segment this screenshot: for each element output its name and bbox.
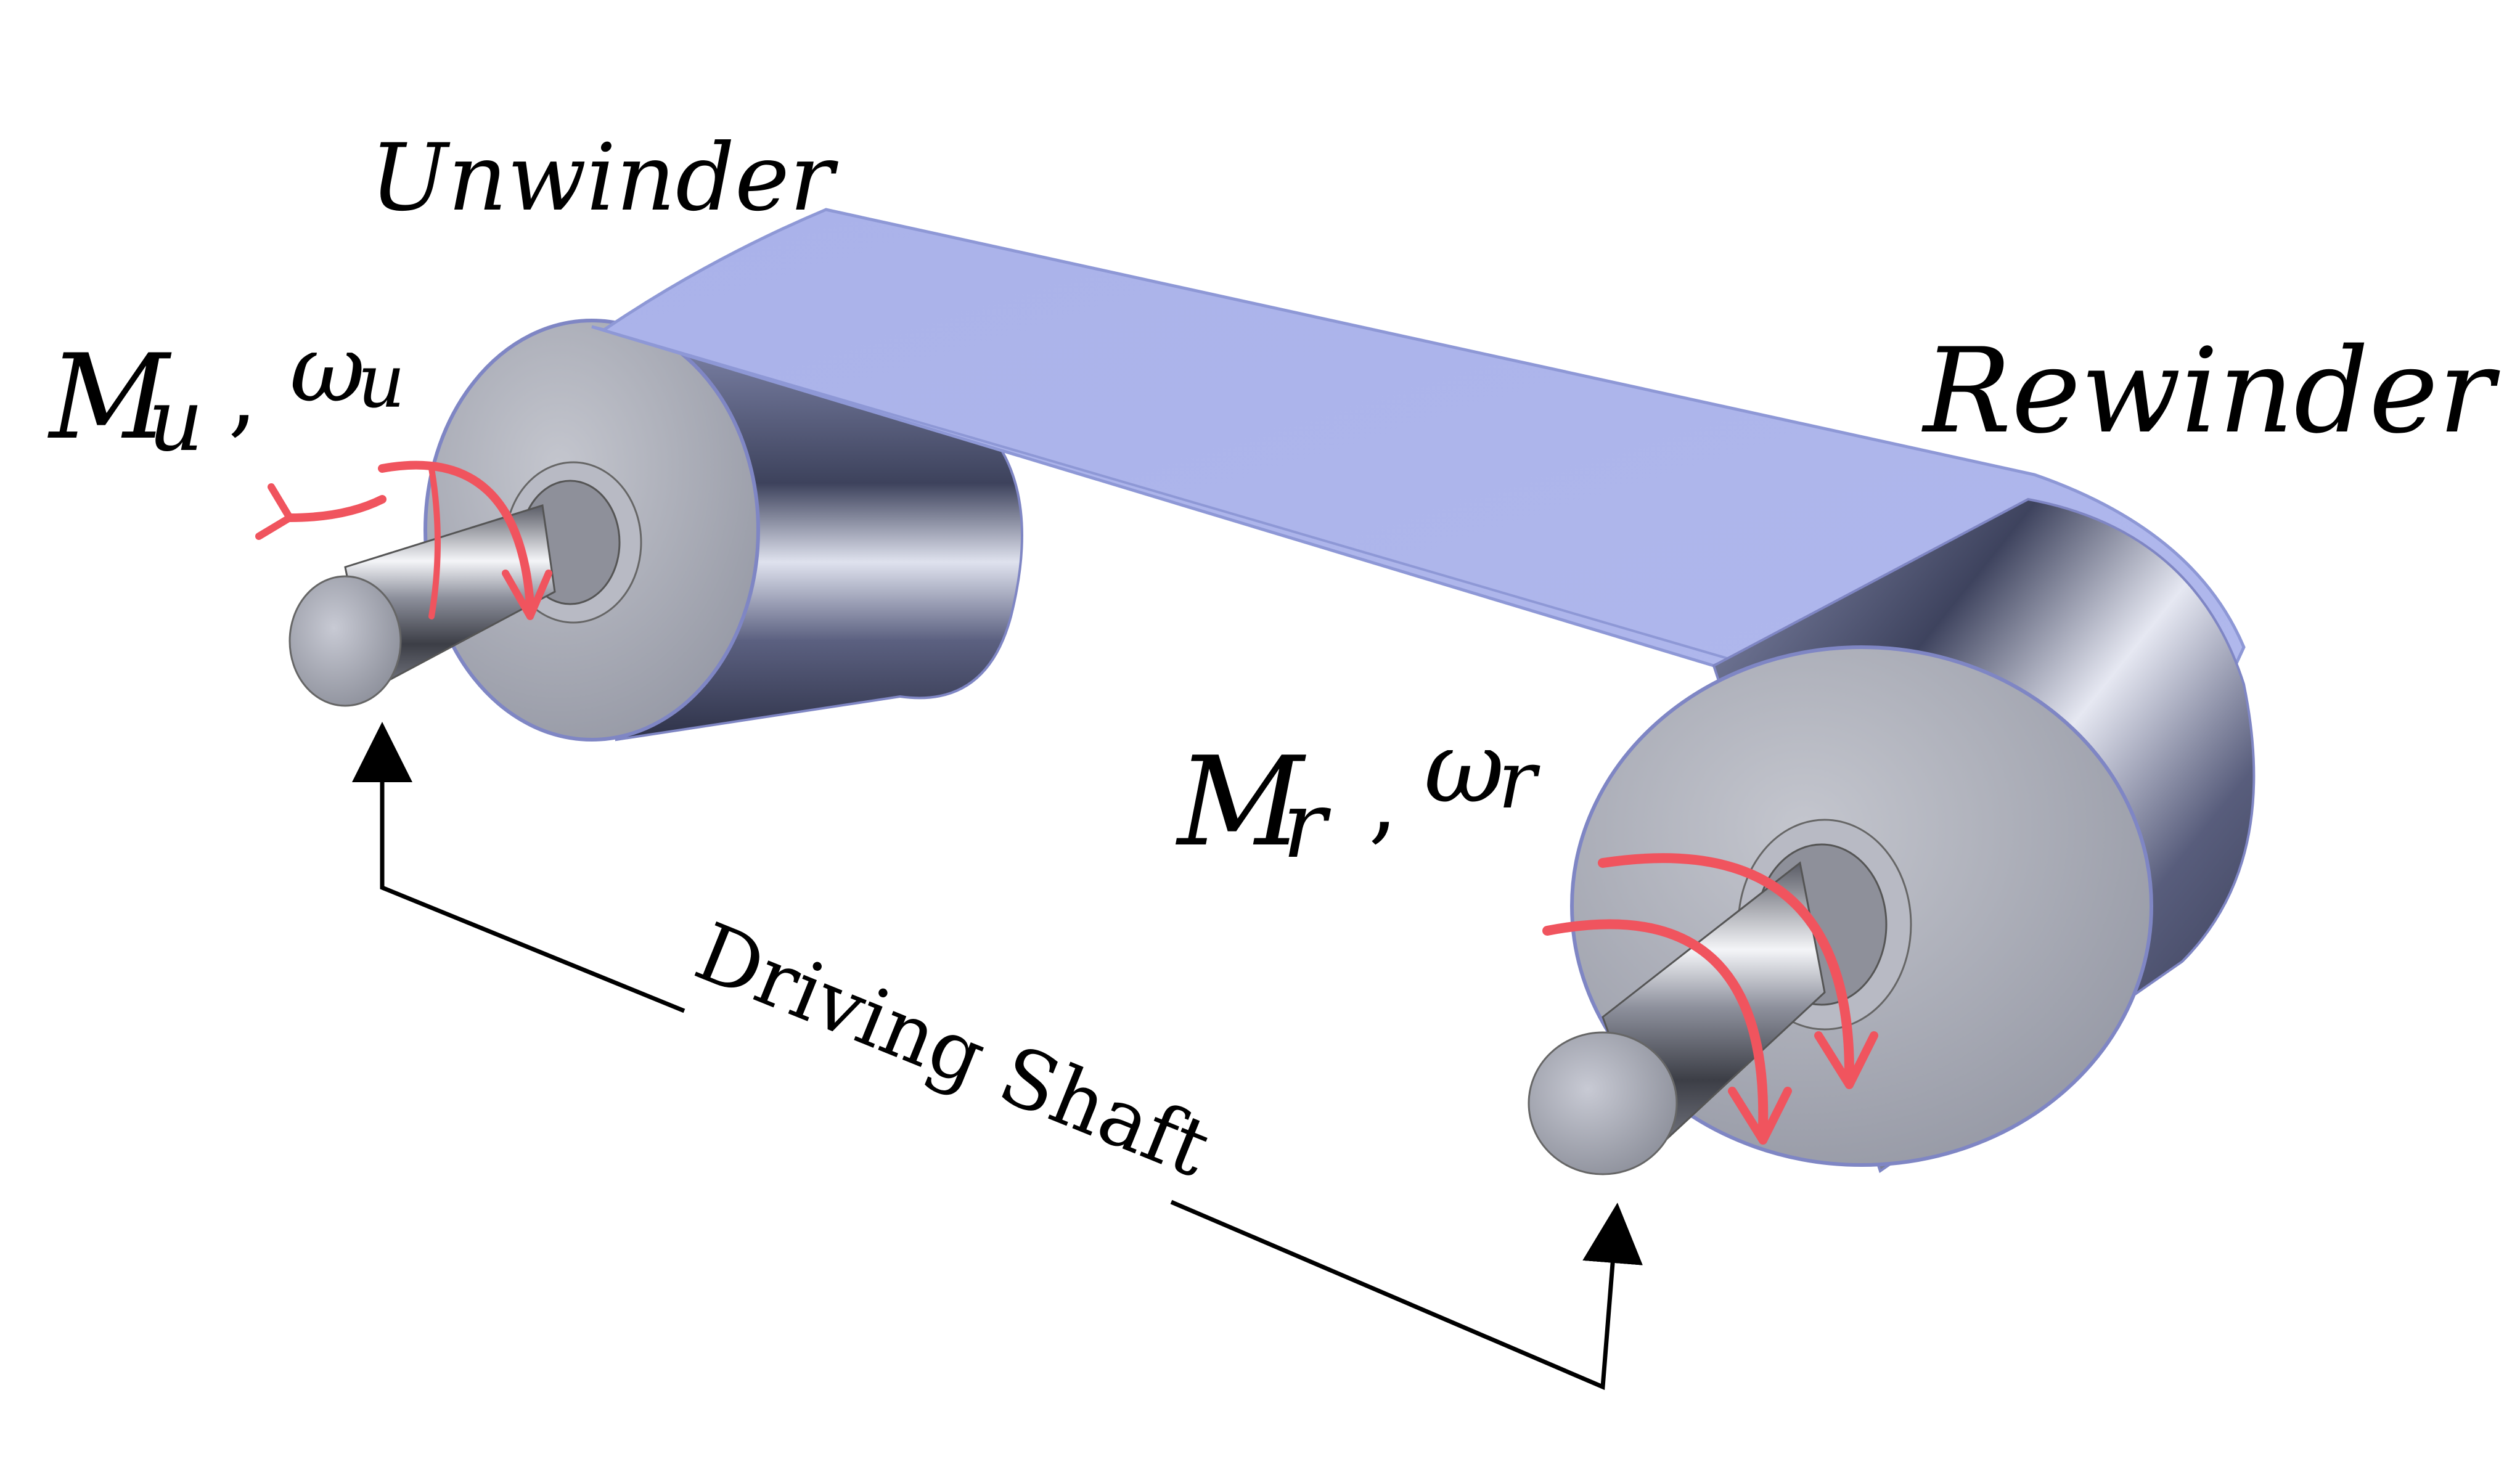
rewinder-speed-symbol: ω xyxy=(1424,709,1504,825)
rewinder-shaft-end xyxy=(1528,1031,1678,1175)
driving-shaft-pointers xyxy=(352,722,1643,1391)
unwinder-speed-symbol: ω xyxy=(290,316,365,423)
rewinder-rotation-arrows xyxy=(1542,853,1878,1145)
unwinder-torque-speed-label: M u , ω u xyxy=(47,316,405,471)
driving-shaft-label: Driving Shaft xyxy=(683,905,1222,1195)
rewinder-shaft-pointer xyxy=(1170,1199,1643,1391)
unwinder-torque-arrow xyxy=(285,495,387,522)
rewinder-torque-speed-label: M r , ω r xyxy=(1175,709,1540,879)
unwinder-speed-subscript: u xyxy=(358,339,405,425)
unwinder-shaft xyxy=(288,461,642,707)
unwinder-label: Unwinder xyxy=(370,125,839,232)
unwinder-speed-arrow xyxy=(378,460,534,608)
unwinder-torque-subscript: u xyxy=(148,370,203,471)
rewinder-speed-subscript: r xyxy=(1498,733,1540,827)
rewinder-separator: , xyxy=(1368,747,1398,854)
rewinder-torque-arrow xyxy=(1598,853,1854,1077)
unwinder-torque-symbol: M xyxy=(47,329,172,465)
rewinder-speed-arrow xyxy=(1542,919,1769,1133)
unwinder-shaft-end xyxy=(288,575,402,707)
rewinder-shaft xyxy=(1528,819,1912,1175)
unwinder-separator: , xyxy=(228,340,258,447)
rewinder-torque-symbol: M xyxy=(1175,730,1306,874)
unwinder-rotation-arrows xyxy=(255,460,552,620)
unwinder-shaft-pointer xyxy=(352,722,685,1013)
unwinder-roll xyxy=(423,319,1023,742)
rewinder-label: Rewinder xyxy=(1921,323,2500,459)
rewinder-torque-subscript: r xyxy=(1282,772,1332,879)
